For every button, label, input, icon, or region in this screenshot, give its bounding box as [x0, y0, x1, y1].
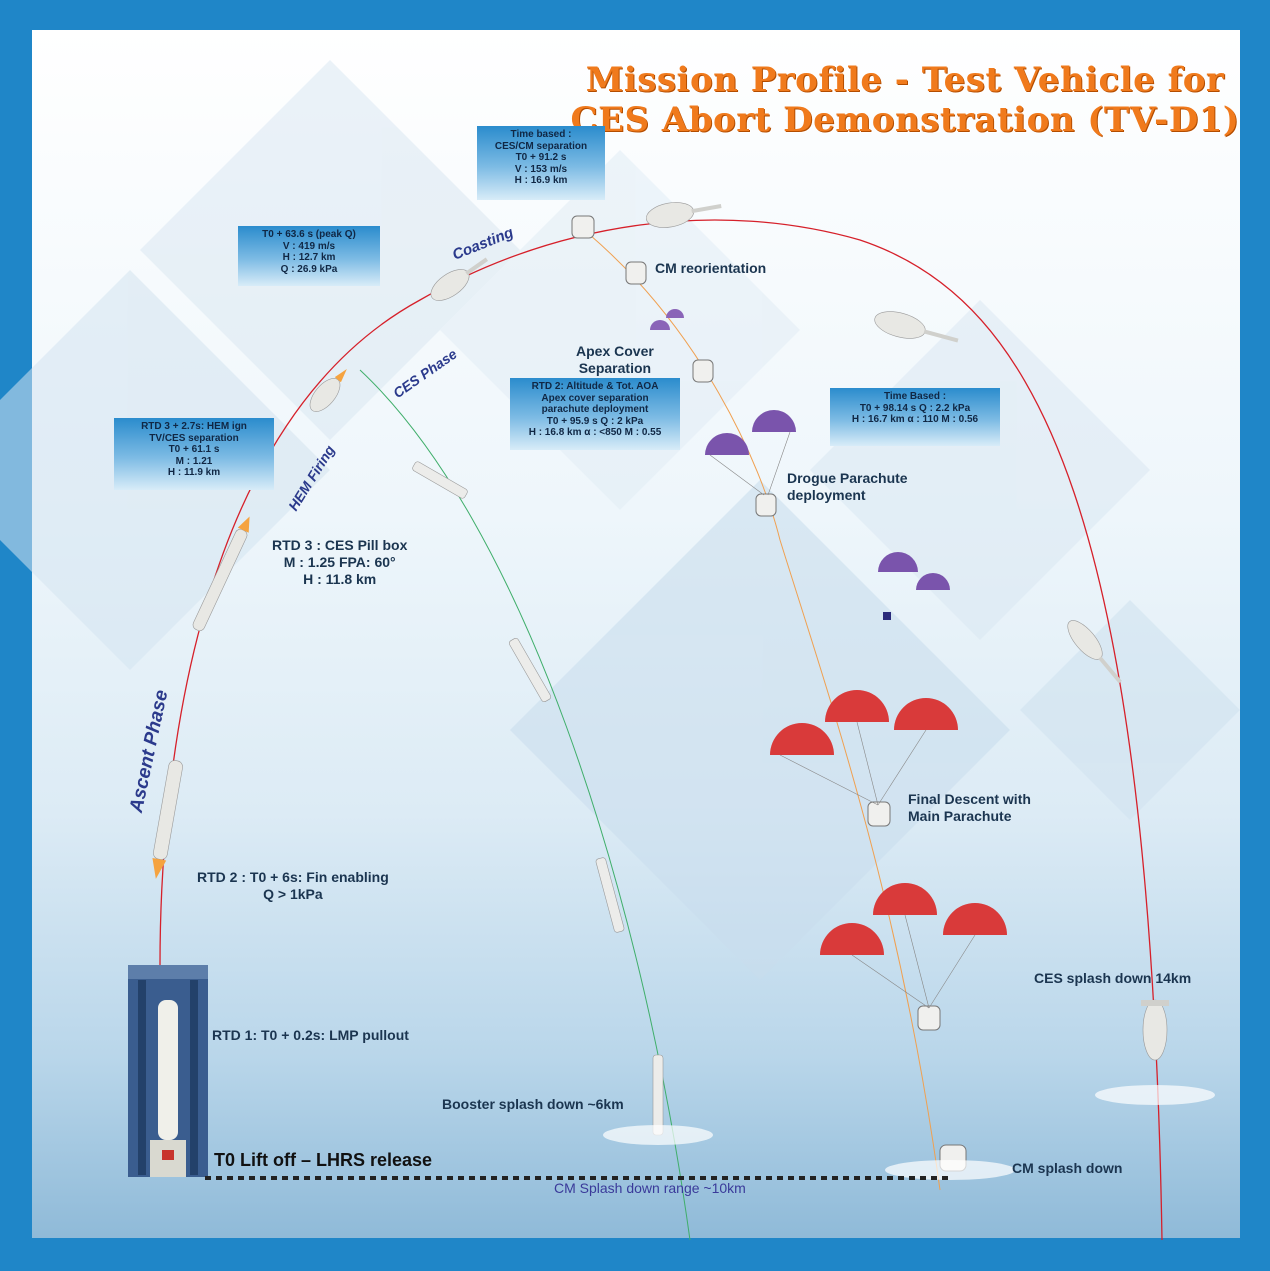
booster-stage-3: [595, 857, 625, 933]
booster-stage-2: [508, 637, 552, 703]
box-line: H : 16.7 km α : 110 M : 0.56: [851, 414, 979, 425]
apex-cover-parachutes: [650, 309, 684, 330]
drogue-parachutes: [705, 410, 796, 496]
ces-apex: [645, 202, 722, 228]
label-line: Main Parachute: [908, 808, 1012, 824]
launch-pad-image: [128, 965, 208, 1177]
box-rtd2-altitude: RTD 2: Altitude & Tot. AOA Apex cover se…: [510, 378, 680, 450]
box-line: V : 153 m/s: [514, 163, 568, 175]
rocket-ascent-lower: [152, 760, 183, 879]
ces-descending-1: [874, 311, 959, 343]
label-rtd3-pill-box: RTD 3 : CES Pill box M : 1.25 FPA: 60° H…: [272, 537, 407, 588]
box-line: Time Based :: [883, 391, 947, 402]
label-line: Separation: [578, 360, 652, 376]
label-cm-splash: CM splash down: [1012, 1160, 1123, 1176]
label-booster-splash: Booster splash down ~6km: [442, 1096, 624, 1112]
box-line: T0 + 61.1 s: [168, 444, 220, 455]
box-line: M : 1.21: [175, 455, 213, 467]
box-line: T0 + 98.14 s Q : 2.2 kPa: [859, 402, 971, 414]
box-ces-cm-separation: Time based : CES/CM separation T0 + 91.2…: [477, 126, 605, 200]
title-line-2: CES Abort Demonstration (TV-D1): [570, 100, 1240, 140]
box-rtd3-hem: RTD 3 + 2.7s: HEM ign TV/CES separation …: [114, 418, 274, 490]
box-line: Q : 26.9 kPa: [280, 263, 338, 275]
label-line: RTD 3 : CES Pill box: [272, 537, 408, 553]
label-apex-cover: Apex Cover Separation: [576, 343, 654, 377]
label-rtd1: RTD 1: T0 + 0.2s: LMP pullout: [212, 1027, 409, 1043]
label-cm-reorientation: CM reorientation: [655, 260, 767, 276]
ces-hem-firing: [309, 368, 347, 412]
booster-stage-1: [412, 461, 468, 499]
label-line: Final Descent with: [908, 791, 1031, 807]
box-time-based: Time Based : T0 + 98.14 s Q : 2.2 kPa H …: [830, 388, 1000, 446]
booster-trajectory-line: [359, 369, 691, 1241]
box-line: RTD 2: Altitude & Tot. AOA: [531, 381, 659, 392]
label-t0-liftoff: T0 Lift off – LHRS release: [214, 1150, 433, 1170]
box-line: H : 12.7 km: [282, 252, 336, 263]
box-line: T0 + 91.2 s: [515, 152, 567, 163]
main-parachutes-deploy: [770, 690, 958, 806]
box-line: Apex cover separation: [541, 392, 649, 404]
crew-module-apex: [692, 359, 714, 383]
ces-splash: [1141, 999, 1169, 1061]
crew-module-separation: [571, 215, 595, 239]
box-line: Time based :: [510, 129, 572, 140]
crew-module-descent: [917, 1005, 941, 1031]
drogue-released-parachutes: [878, 552, 950, 620]
box-line: H : 11.9 km: [167, 467, 221, 478]
label-drogue: Drogue Parachute deployment: [787, 470, 908, 504]
label-final-descent: Final Descent with Main Parachute: [908, 791, 1031, 825]
water-splashes: [603, 1085, 1215, 1180]
box-line: T0 + 95.9 s Q : 2 kPa: [546, 415, 644, 427]
box-peak-q: T0 + 63.6 s (peak Q) V : 419 m/s H : 12.…: [238, 226, 380, 286]
booster-splash: [652, 1054, 664, 1136]
crew-module-main: [867, 801, 891, 827]
ces-coasting: [430, 257, 489, 301]
label-line: deployment: [787, 487, 866, 503]
box-line: H : 16.8 km α : <850 M : 0.55: [528, 427, 662, 438]
label-ces-splash: CES splash down 14km: [1034, 970, 1192, 986]
rocket-ascent-mid: [192, 516, 250, 632]
background-diamonds: [0, 60, 1240, 980]
box-line: parachute deployment: [541, 404, 649, 415]
label-line: H : 11.8 km: [303, 571, 377, 587]
label-cm-range: CM Splash down range ~10km: [554, 1180, 746, 1196]
box-line: RTD 3 + 2.7s: HEM ign: [141, 421, 247, 432]
cm-descent-line: [589, 234, 941, 1191]
label-line: M : 1.25 FPA: 60°: [283, 554, 396, 570]
box-line: CES/CM separation: [494, 140, 588, 152]
box-line: V : 419 m/s: [282, 240, 336, 252]
label-rtd2-fin: RTD 2 : T0 + 6s: Fin enabling Q > 1kPa: [197, 869, 389, 903]
label-line: Q > 1kPa: [263, 886, 323, 902]
diagram-title: Mission Profile - Test Vehicle for CES A…: [560, 60, 1250, 140]
box-line: T0 + 63.6 s (peak Q): [262, 229, 356, 240]
box-line: TV/CES separation: [149, 432, 239, 444]
title-line-1: Mission Profile - Test Vehicle for: [585, 60, 1225, 100]
crew-module-drogue: [755, 493, 777, 517]
label-line: Drogue Parachute: [787, 470, 908, 486]
crew-module-reorientation: [625, 261, 647, 285]
ces-descending-2: [1067, 620, 1122, 684]
main-parachutes-descent: [820, 883, 1007, 1009]
label-line: RTD 2 : T0 + 6s: Fin enabling: [197, 869, 389, 885]
box-line: H : 16.9 km: [514, 175, 568, 186]
label-line: Apex Cover: [576, 343, 654, 359]
